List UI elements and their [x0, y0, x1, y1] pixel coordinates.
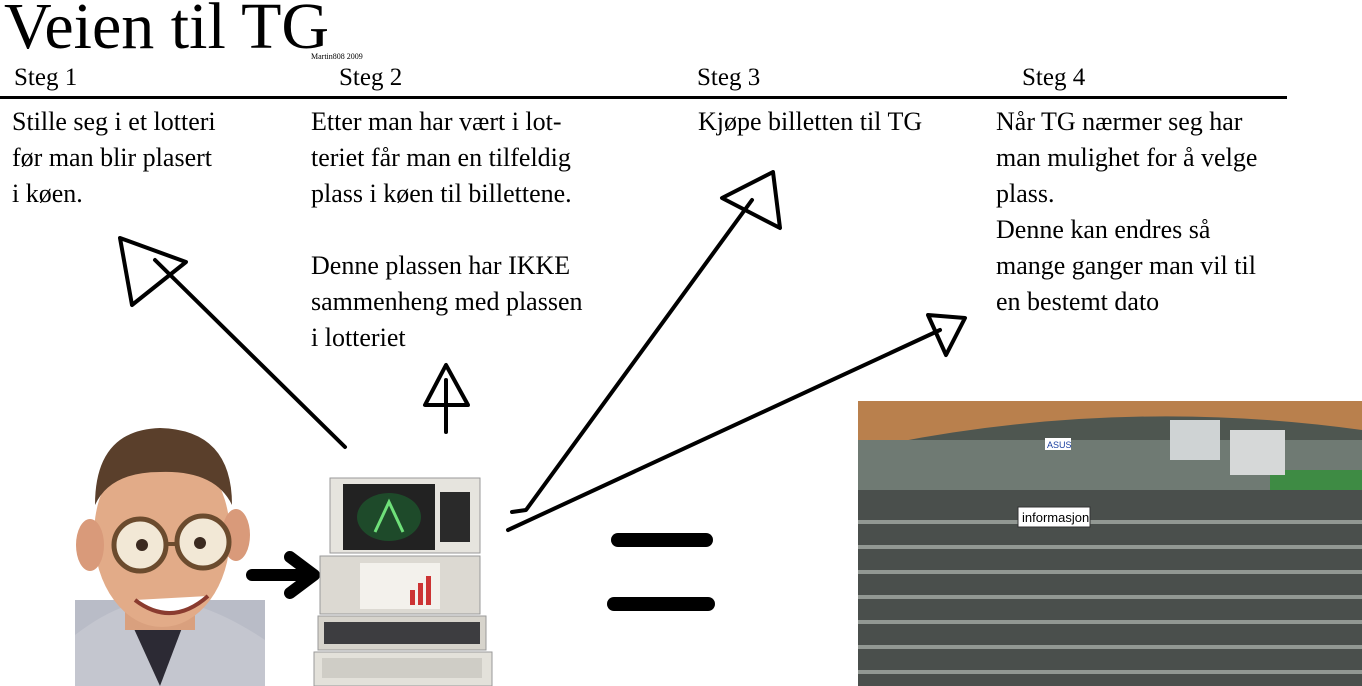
author-credit: Martin808 2009 — [311, 52, 363, 61]
svg-text:ASUS: ASUS — [1047, 440, 1072, 450]
arrow-person-to-computer — [246, 551, 320, 599]
information-sign — [1017, 506, 1091, 528]
arrow-to-step-3 — [510, 170, 782, 514]
nerd-person-icon — [75, 428, 265, 686]
step-2-note: Denne plassen har IKKE sammenheng med pl… — [311, 251, 583, 352]
retro-computer-icon — [313, 477, 493, 686]
step-2-label: Steg 2 — [339, 64, 403, 91]
page-title: Veien til TG — [4, 0, 330, 63]
step-2-text: Etter man har vært i lot- teriet får man… — [311, 107, 572, 208]
equals-sign — [607, 533, 715, 611]
step-3-text: Kjøpe billetten til TG — [698, 107, 923, 136]
arrow-to-step-2 — [423, 363, 470, 434]
step-3-label: Steg 3 — [697, 64, 761, 91]
step-1-label: Steg 1 — [14, 64, 78, 91]
event-hall-photo: ASUS informasjon — [858, 401, 1362, 686]
banner-sign — [1045, 438, 1071, 450]
svg-text:informasjon: informasjon — [1022, 510, 1089, 525]
arrow-to-step-4 — [506, 313, 967, 532]
step-4-label: Steg 4 — [1022, 64, 1086, 91]
arrow-to-step-1 — [118, 236, 347, 449]
header-divider — [0, 96, 1287, 99]
step-4-text: Når TG nærmer seg har man mulighet for å… — [996, 107, 1258, 316]
step-1-text: Stille seg i et lotteri før man blir pla… — [12, 107, 216, 208]
